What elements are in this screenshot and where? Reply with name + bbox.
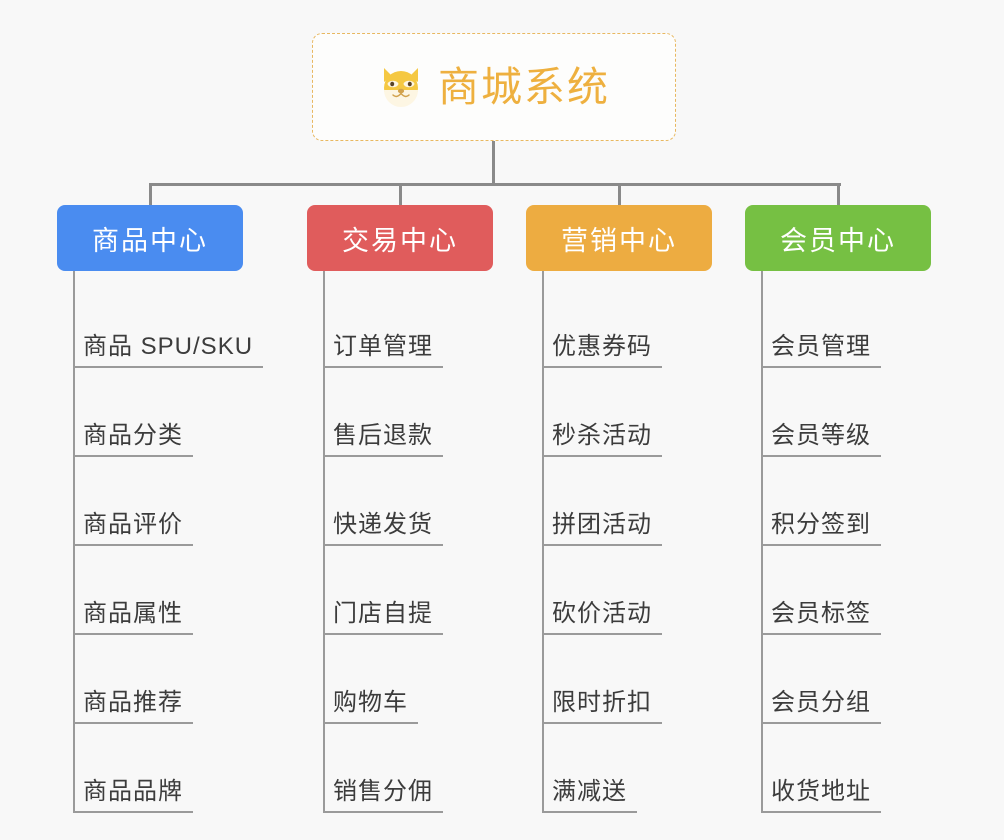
root-node[interactable]: 商城系统: [312, 33, 676, 141]
leaf-item[interactable]: 满减送: [526, 724, 712, 813]
category-header-trade-center[interactable]: 交易中心: [307, 205, 493, 271]
leaf-item[interactable]: 售后退款: [307, 368, 493, 457]
connector-drop-marketing-center: [618, 183, 621, 205]
leaf-list-member-center: 会员管理会员等级积分签到会员标签会员分组收货地址: [745, 271, 931, 813]
category-label: 会员中心: [780, 225, 896, 256]
leaf-item-label: 商品 SPU/SKU: [73, 333, 264, 368]
connector-root-stem: [492, 141, 495, 185]
leaf-item-label: 购物车: [323, 689, 418, 724]
leaf-item-label: 满减送: [542, 778, 637, 813]
leaf-item[interactable]: 会员分组: [745, 635, 931, 724]
column-member-center: 会员中心会员管理会员等级积分签到会员标签会员分组收货地址: [745, 205, 931, 813]
connector-trunk-product-center: [73, 271, 75, 813]
leaf-list-product-center: 商品 SPU/SKU 商品分类商品评价商品属性商品推荐商品品牌: [57, 271, 264, 813]
leaf-item[interactable]: 购物车: [307, 635, 493, 724]
leaf-item[interactable]: 销售分佣: [307, 724, 493, 813]
leaf-item-label: 订单管理: [323, 333, 443, 368]
category-header-product-center[interactable]: 商品中心: [57, 205, 243, 271]
leaf-item[interactable]: 拼团活动: [526, 457, 712, 546]
leaf-item-label: 商品推荐: [73, 689, 193, 724]
connector-trunk-trade-center: [323, 271, 325, 813]
leaf-item-label: 商品属性: [73, 600, 193, 635]
leaf-item[interactable]: 砍价活动: [526, 546, 712, 635]
category-label: 营销中心: [561, 225, 677, 256]
leaf-item-label: 优惠券码: [542, 333, 662, 368]
shiba-dog-face-icon: [378, 64, 424, 110]
leaf-item-label: 商品品牌: [73, 778, 193, 813]
leaf-item-label: 会员等级: [761, 422, 881, 457]
leaf-item[interactable]: 门店自提: [307, 546, 493, 635]
connector-drop-member-center: [837, 183, 840, 205]
root-title: 商城系统: [438, 63, 610, 110]
leaf-item-label: 砍价活动: [542, 600, 662, 635]
column-trade-center: 交易中心订单管理售后退款快递发货门店自提购物车销售分佣: [307, 205, 493, 813]
leaf-item[interactable]: 商品分类: [57, 368, 243, 457]
connector-drop-trade-center: [399, 183, 402, 205]
leaf-item-label: 会员管理: [761, 333, 881, 368]
leaf-item-label: 会员标签: [761, 600, 881, 635]
leaf-list-trade-center: 订单管理售后退款快递发货门店自提购物车销售分佣: [307, 271, 493, 813]
leaf-item[interactable]: 快递发货: [307, 457, 493, 546]
connector-trunk-marketing-center: [542, 271, 544, 813]
leaf-item-label: 拼团活动: [542, 511, 662, 546]
leaf-item[interactable]: 会员管理: [745, 279, 931, 368]
leaf-item[interactable]: 收货地址: [745, 724, 931, 813]
leaf-item[interactable]: 商品品牌: [57, 724, 243, 813]
leaf-item[interactable]: 优惠券码: [526, 279, 712, 368]
leaf-item-label: 商品评价: [73, 511, 193, 546]
leaf-item-label: 收货地址: [761, 778, 881, 813]
connector-trunk-member-center: [761, 271, 763, 813]
leaf-item-label: 商品分类: [73, 422, 193, 457]
leaf-list-marketing-center: 优惠券码秒杀活动拼团活动砍价活动限时折扣满减送: [526, 271, 712, 813]
leaf-item-label: 售后退款: [323, 422, 443, 457]
category-label: 商品中心: [92, 225, 208, 256]
leaf-item-label: 限时折扣: [542, 689, 662, 724]
leaf-item-label: 销售分佣: [323, 778, 443, 813]
leaf-item-label: 会员分组: [761, 689, 881, 724]
leaf-item[interactable]: 会员等级: [745, 368, 931, 457]
leaf-item-label: 门店自提: [323, 600, 443, 635]
connector-drop-product-center: [149, 183, 152, 205]
leaf-item-label: 快递发货: [323, 511, 443, 546]
leaf-item[interactable]: 商品评价: [57, 457, 243, 546]
column-marketing-center: 营销中心优惠券码秒杀活动拼团活动砍价活动限时折扣满减送: [526, 205, 712, 813]
leaf-item-label: 秒杀活动: [542, 422, 662, 457]
leaf-item[interactable]: 限时折扣: [526, 635, 712, 724]
category-header-marketing-center[interactable]: 营销中心: [526, 205, 712, 271]
column-product-center: 商品中心商品 SPU/SKU 商品分类商品评价商品属性商品推荐商品品牌: [57, 205, 264, 813]
category-label: 交易中心: [342, 225, 458, 256]
leaf-item[interactable]: 订单管理: [307, 279, 493, 368]
leaf-item[interactable]: 会员标签: [745, 546, 931, 635]
leaf-item[interactable]: 商品推荐: [57, 635, 243, 724]
connector-horizontal-bar: [149, 183, 841, 186]
leaf-item[interactable]: 积分签到: [745, 457, 931, 546]
leaf-item-label: 积分签到: [761, 511, 881, 546]
category-header-member-center[interactable]: 会员中心: [745, 205, 931, 271]
leaf-item[interactable]: 商品属性: [57, 546, 243, 635]
leaf-item[interactable]: 秒杀活动: [526, 368, 712, 457]
leaf-item[interactable]: 商品 SPU/SKU: [57, 279, 264, 368]
